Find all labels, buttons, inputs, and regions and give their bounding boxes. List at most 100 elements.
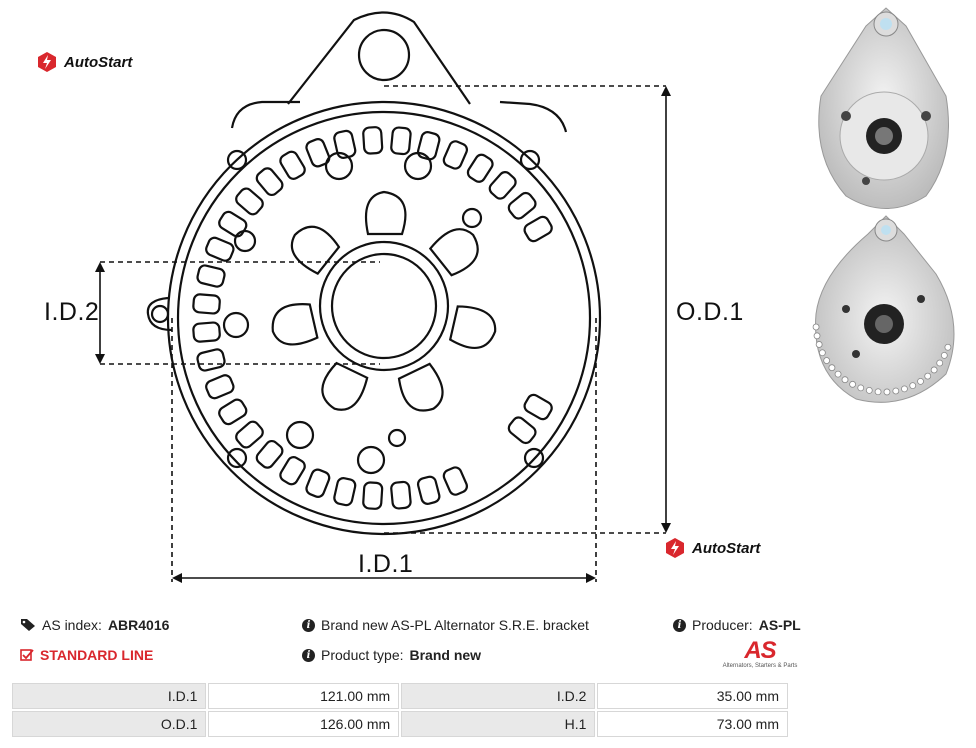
spec-value: 126.00 mm xyxy=(208,711,400,737)
photo-vent-hole xyxy=(813,332,821,340)
spoke-window xyxy=(448,305,497,349)
spec-value: 121.00 mm xyxy=(208,683,400,709)
od1-dimension-label: O.D.1 xyxy=(676,298,744,326)
logo-text: AutoStart xyxy=(64,53,133,71)
logo-text: AutoStart xyxy=(692,539,761,557)
product-photo-front[interactable] xyxy=(806,6,966,216)
vent-slot xyxy=(218,398,248,426)
vent-slot xyxy=(279,456,306,486)
vent-slot xyxy=(333,477,357,507)
id1-dimension-label: I.D.1 xyxy=(358,550,414,578)
info-icon: i xyxy=(673,618,686,632)
spoke-window xyxy=(428,228,479,277)
photo-vent-hole xyxy=(834,370,842,378)
spec-label: I.D.1 xyxy=(12,683,207,709)
vent-slot xyxy=(235,187,264,216)
vent-slot xyxy=(235,420,264,449)
producer-value: AS-PL xyxy=(758,617,801,633)
producer-label: Producer: xyxy=(692,617,753,633)
photo-vent-hole xyxy=(901,385,908,393)
standard-line-label: STANDARD LINE xyxy=(40,647,154,663)
vent-slot xyxy=(523,393,553,421)
vent-slot xyxy=(205,374,235,400)
vent-slot xyxy=(333,129,357,159)
autostart-logo-icon xyxy=(38,52,56,72)
photo-vent-hole xyxy=(841,376,849,384)
photo-vent-hole xyxy=(924,372,932,380)
vent-slot xyxy=(466,153,494,183)
id2-dimension-label: I.D.2 xyxy=(44,298,100,326)
autostart-logo: AutoStart xyxy=(36,51,132,73)
photo-vent-hole xyxy=(815,341,823,348)
photo-vent-hole xyxy=(828,364,836,372)
vent-slot xyxy=(279,150,306,180)
photo-vent-hole xyxy=(874,388,882,396)
photo-vent-hole xyxy=(865,386,873,394)
bracket-technical-drawing xyxy=(95,11,671,583)
specs-table: I.D.1 121.00 mm I.D.2 35.00 mm O.D.1 126… xyxy=(10,681,790,739)
vent-slot xyxy=(305,468,331,498)
spoke-window xyxy=(397,362,444,412)
product-type-label: Product type: xyxy=(321,647,404,663)
vent-slot xyxy=(442,466,469,496)
vent-slot xyxy=(205,236,235,262)
as-pl-logo[interactable]: AS Alternators, Starters & Parts xyxy=(716,637,804,670)
as-pl-logo-mark: AS xyxy=(744,637,776,664)
photo-vent-hole xyxy=(849,380,857,388)
product-type: i Product type: Brand new xyxy=(302,647,481,663)
photo-vent-hole xyxy=(823,357,831,364)
photo-vent-hole xyxy=(944,343,952,351)
autostart-logo-bottom: AutoStart xyxy=(664,537,760,559)
standard-line: STANDARD LINE xyxy=(20,647,153,663)
as-index: AS index: ABR4016 xyxy=(20,617,169,633)
vent-slot xyxy=(390,126,412,156)
vent-slot xyxy=(218,210,248,238)
vent-slot xyxy=(362,481,384,510)
autostart-logo-icon xyxy=(666,538,684,558)
vent-slot xyxy=(416,131,441,161)
photo-vent-hole xyxy=(936,359,944,367)
vent-slot xyxy=(416,475,441,505)
spec-label: O.D.1 xyxy=(12,711,207,737)
photo-vent-hole xyxy=(857,384,865,392)
vent-slot xyxy=(442,140,469,170)
vent-slot xyxy=(362,126,384,155)
photo-vent-hole xyxy=(818,349,826,357)
checkbox-icon xyxy=(20,649,34,661)
vent-slot xyxy=(390,480,412,510)
photo-vent-hole xyxy=(909,382,917,390)
info-icon: i xyxy=(302,648,315,662)
producer: i Producer: AS-PL xyxy=(673,617,801,633)
info-icon: i xyxy=(302,618,315,632)
photo-vent-hole xyxy=(940,351,948,359)
vent-slot xyxy=(507,191,537,220)
spoke-window xyxy=(364,190,407,236)
product-type-value: Brand new xyxy=(409,647,482,663)
as-index-label: AS index: xyxy=(42,617,102,633)
vent-slot xyxy=(196,348,226,372)
spec-label: I.D.2 xyxy=(401,683,596,709)
vent-slot xyxy=(192,293,221,315)
vent-slot xyxy=(523,215,553,243)
description-text: Brand new AS-PL Alternator S.R.E. bracke… xyxy=(321,617,589,633)
vent-slot xyxy=(192,321,221,343)
tag-icon xyxy=(21,619,35,631)
table-row: O.D.1 126.00 mm H.1 73.00 mm xyxy=(12,711,788,737)
photo-vent-hole xyxy=(917,377,924,385)
vent-slot xyxy=(255,439,284,469)
photo-vent-hole xyxy=(892,387,900,395)
spec-value: 73.00 mm xyxy=(597,711,788,737)
product-photo-back[interactable] xyxy=(806,214,966,409)
vent-slot xyxy=(488,171,517,200)
vent-slot xyxy=(255,167,284,197)
spec-value: 35.00 mm xyxy=(597,683,788,709)
vent-slot xyxy=(507,416,537,445)
product-description: i Brand new AS-PL Alternator S.R.E. brac… xyxy=(302,617,589,633)
table-row: I.D.1 121.00 mm I.D.2 35.00 mm xyxy=(12,683,788,709)
photo-vent-hole xyxy=(812,323,820,331)
as-index-value: ABR4016 xyxy=(107,617,170,633)
spoke-window xyxy=(321,361,369,411)
photo-vent-hole xyxy=(883,388,891,396)
spec-label: H.1 xyxy=(401,711,596,737)
photo-vent-hole xyxy=(930,366,938,374)
